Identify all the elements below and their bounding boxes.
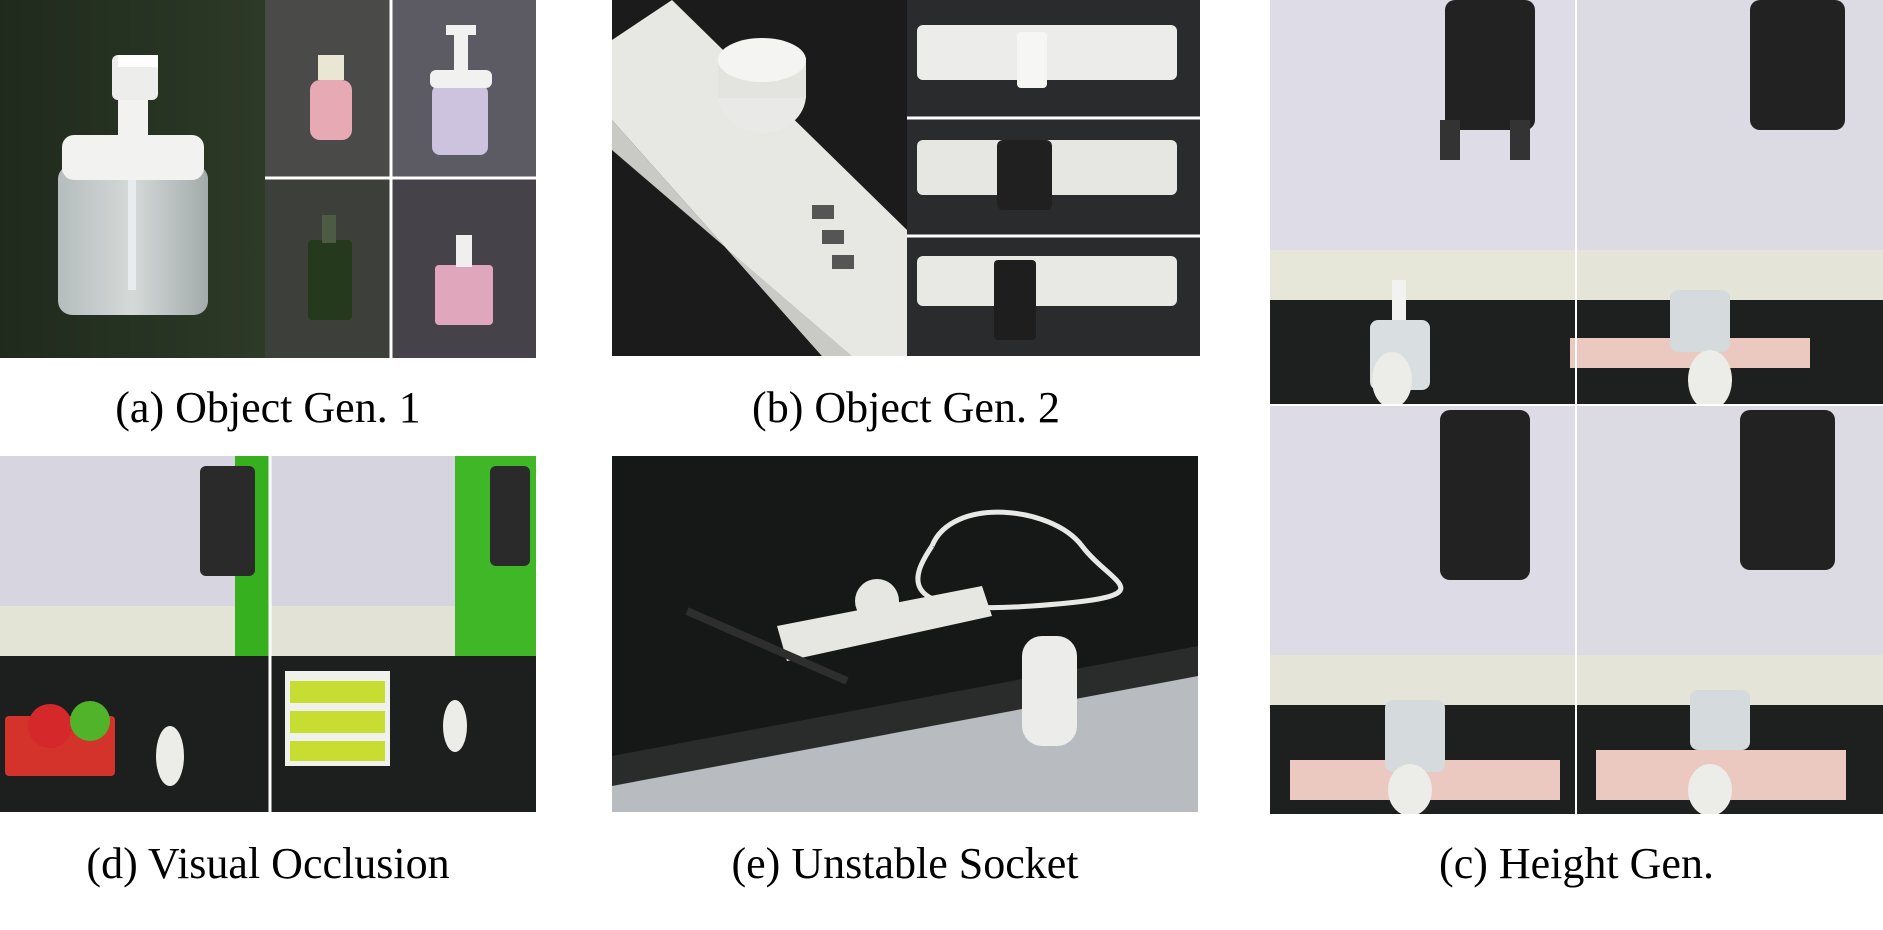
panel-visual-occlusion bbox=[0, 456, 536, 812]
height-gen-photo bbox=[1270, 0, 1883, 814]
caption-unstable-socket: (e) Unstable Socket bbox=[731, 839, 1079, 888]
object-gen-2-photo bbox=[612, 0, 1200, 356]
visual-occlusion-photo bbox=[0, 456, 536, 812]
caption-object-gen-1: (a) Object Gen. 1 bbox=[115, 383, 421, 432]
caption-visual-occlusion: (d) Visual Occlusion bbox=[86, 839, 450, 888]
panel-object-gen-2 bbox=[612, 0, 1200, 356]
panel-height-gen bbox=[1270, 0, 1883, 814]
caption-object-gen-2: (b) Object Gen. 2 bbox=[752, 383, 1060, 432]
panel-object-gen-1 bbox=[0, 0, 536, 358]
unstable-socket-photo bbox=[612, 456, 1198, 812]
object-gen-1-photo bbox=[0, 0, 536, 358]
caption-height-gen: (c) Height Gen. bbox=[1439, 839, 1714, 888]
panel-unstable-socket bbox=[612, 456, 1198, 812]
